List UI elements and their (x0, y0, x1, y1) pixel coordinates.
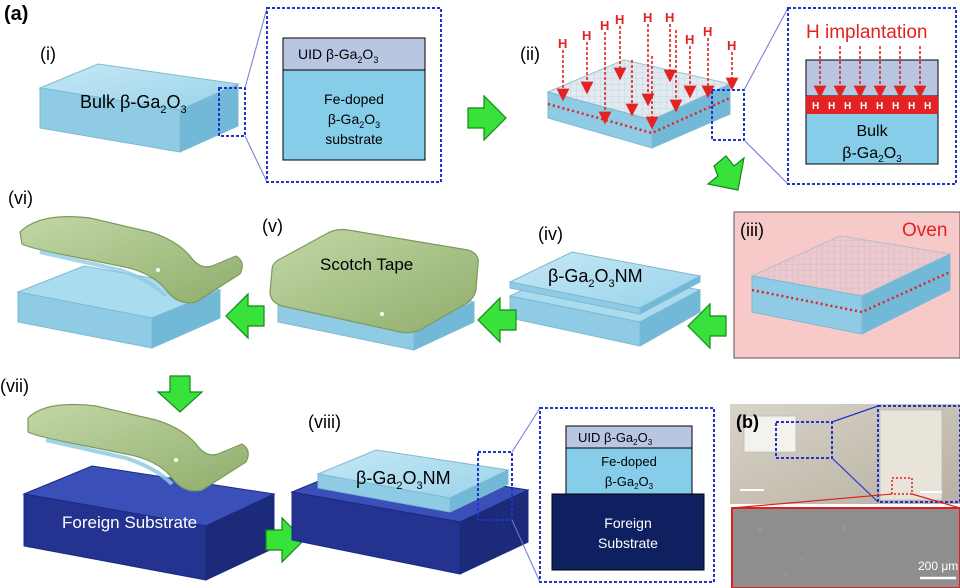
step-vi-label: (vi) (8, 188, 33, 208)
inset-i-fe-layer (282, 69, 426, 161)
h-atom: H (908, 101, 915, 112)
h-label: H (582, 28, 591, 43)
step-vii-label: (vii) (0, 376, 29, 396)
hydrogen-arrows (556, 24, 739, 130)
peeled-tape (16, 216, 243, 349)
inset-ii-uid-layer (805, 59, 939, 97)
inset-i-substrate-label: substrate (325, 131, 383, 147)
tape-on-nm (269, 228, 479, 351)
step-iv-label: (iv) (538, 224, 563, 244)
zoom-box-i (218, 87, 246, 137)
right-arrow-icon (467, 94, 507, 142)
panel-a-label: (a) (4, 3, 28, 25)
h-label: H (727, 38, 736, 53)
step-i-label: (i) (40, 44, 56, 64)
scale-bar-label: 200 μm (918, 559, 958, 573)
nm-on-foreign-label: β-Ga2O3NM (356, 468, 451, 492)
inset-i-uid-layer (282, 37, 426, 71)
h-atom: H (828, 101, 835, 112)
h-atom: H (812, 101, 819, 112)
nm-on-foreign-substrate (290, 449, 530, 575)
implanted-block (546, 59, 732, 149)
h-atom: H (892, 101, 899, 112)
inset-viii-ga2o3-label: β-Ga2O3 (605, 474, 654, 491)
h-atom: H (844, 101, 851, 112)
foreign-substrate-block (22, 465, 276, 581)
zoom-box-b-large (877, 405, 960, 503)
h-label: H (643, 10, 652, 25)
inset-ii-ga2o3-label: β-Ga2O3 (842, 145, 902, 165)
inset-i-fe-label: Fe-doped (324, 91, 384, 107)
inset-ii-bulk-label: Bulk (856, 123, 888, 140)
inset-ii-arrows (813, 46, 927, 99)
inset-i-frame (266, 7, 442, 183)
left-arrow-icon (225, 292, 265, 340)
inset-ii-frame (787, 7, 957, 185)
h-label: H (600, 18, 609, 33)
h-label: H (665, 10, 674, 25)
h-label: H (685, 32, 694, 47)
inset-viii-foreign-label: Foreign (604, 515, 651, 531)
sem-image (731, 507, 960, 588)
h-label: H (703, 24, 712, 39)
oven-label: Oven (902, 220, 947, 241)
h-atom: H (860, 101, 867, 112)
h-implantation-label: H implantation (806, 22, 927, 43)
nm-label: β-Ga2O3NM (548, 266, 643, 290)
step-ii-label: (ii) (520, 44, 540, 64)
tape-with-nm (27, 403, 249, 492)
zoom-box-b-small (775, 421, 833, 459)
foreign-substrate-label: Foreign Substrate (62, 513, 197, 532)
bulk-block (38, 63, 240, 153)
inset-viii-fe-label: Fe-doped (601, 454, 657, 469)
step-viii-label: (viii) (308, 412, 341, 432)
h-atom: H (876, 101, 883, 112)
inset-viii-substrate-label: Substrate (598, 535, 658, 551)
inset-viii-uid-label: UID β-Ga2O3 (578, 430, 653, 447)
inset-i-ga2o3-label: β-Ga2O3 (328, 111, 380, 130)
scotch-tape-label: Scotch Tape (320, 255, 413, 274)
down-arrow-icon (706, 155, 745, 191)
h-atom: H (924, 101, 931, 112)
sem-texture (758, 526, 922, 577)
step-iii-label: (iii) (740, 220, 764, 240)
photo-panel-b (730, 404, 960, 504)
nm-on-substrate (508, 251, 702, 347)
inset-i-uid-label: UID β-Ga2O3 (298, 46, 378, 65)
inset-viii-foreign-layer (551, 493, 705, 571)
zoom-box-b-red (891, 477, 913, 495)
left-arrow-icon (687, 302, 727, 350)
oven-block (750, 235, 952, 335)
bulk-label: Bulk β-Ga2O3 (80, 92, 187, 116)
left-arrow-icon (477, 296, 517, 344)
h-label: H (615, 12, 624, 27)
h-label: H (558, 36, 567, 51)
zoom-box-viii (477, 451, 513, 521)
inset-viii-frame (539, 407, 715, 583)
inset-ii-hydrogen-layer (806, 96, 938, 114)
right-arrow-icon (265, 516, 305, 564)
panel-b-label: (b) (736, 412, 759, 432)
inset-viii-fe-layer (565, 447, 693, 495)
step-v-label: (v) (262, 216, 283, 236)
zoom-box-ii (711, 89, 745, 141)
down-arrow-icon (156, 375, 204, 413)
